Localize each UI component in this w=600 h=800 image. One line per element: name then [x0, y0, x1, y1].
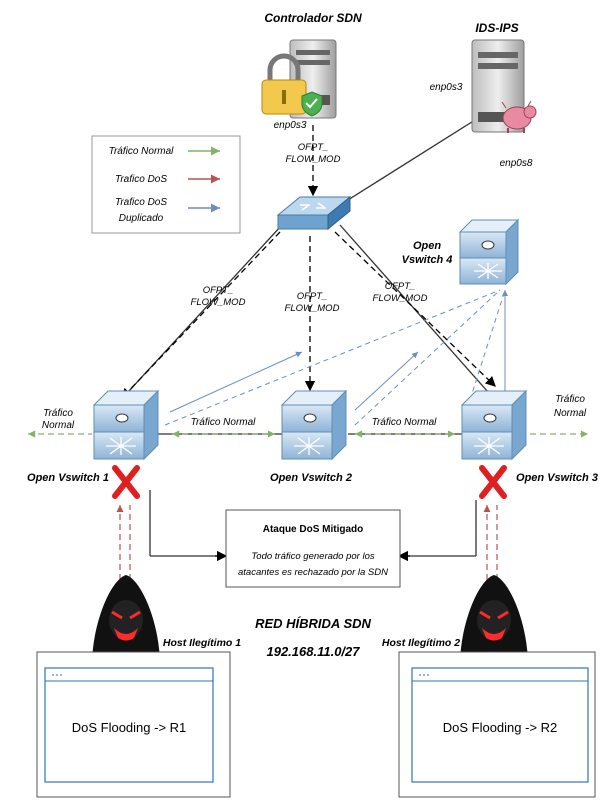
ofpt-mid-b: FLOW_MOD: [285, 303, 340, 314]
ctrl-iface-label: enp0s3: [274, 120, 307, 131]
ids-label: IDS-IPS: [475, 21, 518, 35]
ofpt-mid-a: OFPT_: [297, 291, 328, 302]
core-switch-icon: [276, 195, 352, 231]
ovs2-icon: [280, 389, 348, 461]
ovs1-label: Open Vswitch 1: [27, 472, 109, 484]
ofpt-left-b: FLOW_MOD: [191, 297, 246, 308]
dos-traffic-arrows: [116, 505, 498, 580]
tn-right-a: Tráfico: [555, 394, 585, 405]
ovs2-label: Open Vswitch 2: [270, 472, 352, 484]
mitigation-box: Ataque DoS Mitigado Todo tráfico generad…: [225, 509, 401, 588]
terminal-window-1: [36, 651, 231, 798]
hacker-icon-2: [460, 575, 528, 665]
tn-left-a: Tráfico: [43, 408, 73, 419]
terminal-window-2: [398, 651, 596, 798]
blocked-x-icon-2: [479, 465, 507, 499]
legend-dup-label-b: Duplicado: [119, 213, 164, 224]
dos-duplicate-dashed: [164, 289, 506, 426]
host2-label: Host Ilegítimo 2: [382, 637, 460, 649]
legend-dos-label: Trafico DoS: [115, 174, 167, 185]
legend-normal-label: Tráfico Normal: [109, 146, 175, 157]
ovs4-label-b: Vswitch 4: [402, 254, 453, 266]
ofpt-top-b: FLOW_MOD: [286, 154, 341, 165]
tn-left-b: Normal: [42, 420, 75, 431]
ofpt-left-a: OFPT_: [203, 285, 234, 296]
hacker-icon-1: [92, 575, 160, 665]
r2-command: DoS Flooding -> R2: [443, 720, 558, 735]
dos-duplicate-arrows: [169, 290, 508, 413]
shield-check-icon: [301, 91, 323, 117]
host1-label: Host Ilegítimo 1: [163, 637, 241, 649]
pig-icon: [501, 100, 537, 133]
ofpt-top-a: OFPT_: [298, 142, 329, 153]
legend: Tráfico Normal Trafico DoS Trafico DoS D…: [91, 135, 241, 234]
network-title: RED HÍBRIDA SDN: [255, 616, 371, 631]
ovs4-icon: [458, 218, 520, 286]
ovs3-label: Open Vswitch 3: [516, 472, 598, 484]
ovs3-icon: [460, 389, 528, 461]
subnet-label: 192.168.11.0/27: [266, 644, 360, 659]
mitigation-title: Ataque DoS Mitigado: [263, 524, 364, 535]
mitigation-line-2: atacantes es rechazado por la SDN: [238, 567, 388, 578]
ids-iface-left-label: enp0s3: [430, 82, 463, 93]
ofpt-right-a: OFPT_: [385, 281, 416, 292]
ofpt-right-b: FLOW_MOD: [373, 293, 428, 304]
ovs4-label-a: Open: [413, 240, 441, 252]
tn-12: Tráfico Normal: [191, 417, 257, 428]
ofpt-flowmod-arrows: [121, 125, 496, 399]
blocked-x-icon-1: [112, 465, 140, 499]
controller-label: Controlador SDN: [264, 11, 362, 25]
tn-right-b: Normal: [554, 408, 587, 419]
ovs1-icon: [92, 389, 160, 461]
ids-iface-right-label: enp0s8: [500, 158, 533, 169]
tn-23: Tráfico Normal: [372, 417, 438, 428]
legend-dup-label-a: Trafico DoS: [115, 197, 167, 208]
mitigation-line-1: Todo tráfico generado por los: [251, 551, 374, 562]
padlock-icon: [261, 53, 307, 115]
r1-command: DoS Flooding -> R1: [72, 720, 187, 735]
